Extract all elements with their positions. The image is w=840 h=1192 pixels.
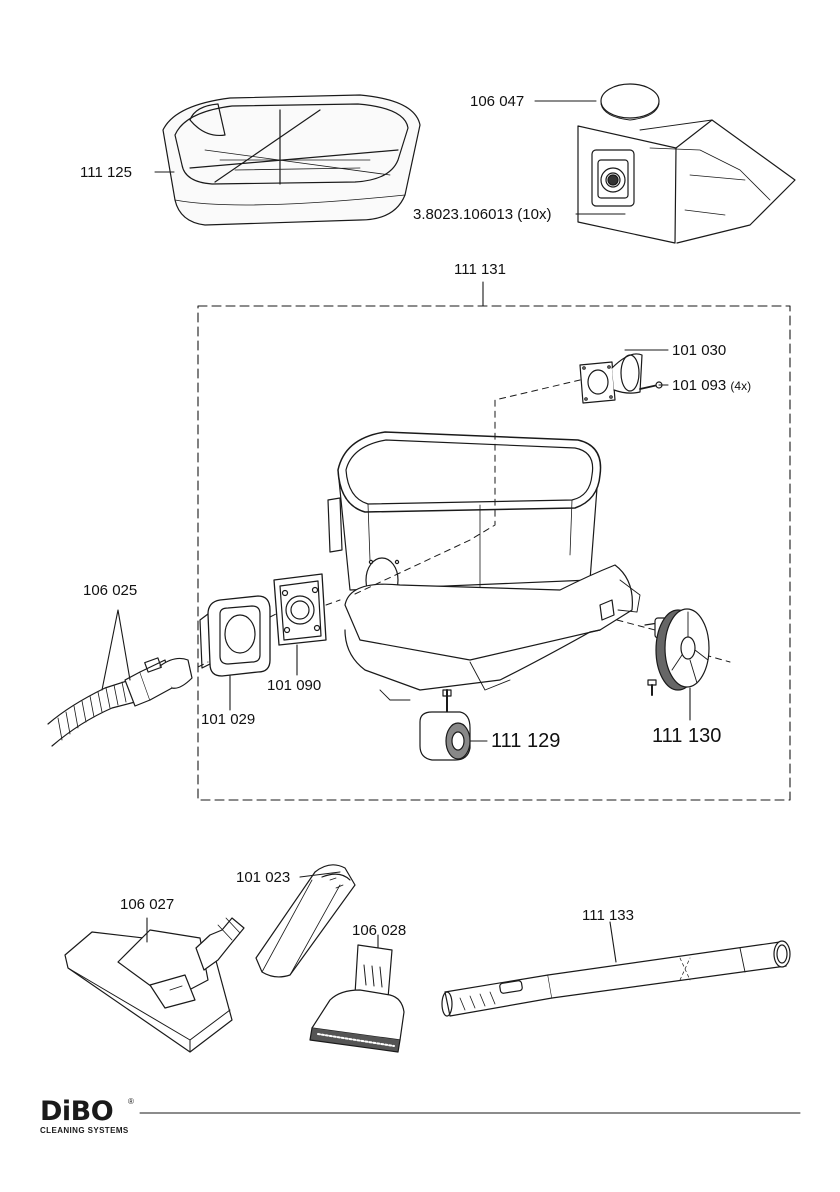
part-label-111130: 111 130 [652,726,721,746]
brand-registered-mark: ® [128,1097,134,1106]
filter-disc-drawing [601,84,659,120]
telescopic-tube-drawing [442,941,790,1016]
part-label-101090: 101 090 [267,678,321,693]
inlet-gasket-drawing [274,574,326,645]
part-label-106047: 106 047 [470,94,524,109]
inlet-connector-drawing [200,596,270,676]
part-label-101030: 101 030 [672,343,726,358]
part-label-106027: 106 027 [120,897,174,912]
part-label-3-8023-106013: 3.8023.106013 (10x) [413,207,551,222]
part-label-111125: 111 125 [80,165,132,180]
part-label-101023: 101 023 [236,870,290,885]
part-label-106025: 106 025 [83,583,137,598]
filter-basket-drawing [163,95,420,225]
brand-subtitle: CLEANING SYSTEMS [40,1126,129,1135]
brand-logo: DiBO [40,1098,113,1125]
part-qty-101093: (4x) [730,379,751,393]
tank-drawing [328,432,640,700]
hose-drawing [48,658,192,746]
part-label-111129: 111 129 [491,731,560,751]
upholstery-nozzle-drawing [310,945,404,1052]
part-number-101093: 101 093 [672,377,726,394]
screw-drawing [640,382,662,389]
part-label-111131: 111 131 [454,262,506,277]
part-label-111133: 111 133 [582,908,634,923]
castor-drawing [420,690,470,760]
floor-nozzle-drawing [65,918,244,1052]
motor-flange-drawing [580,354,642,403]
part-label-101093: 101 093 (4x) [672,378,751,393]
dust-bag-drawing [578,120,795,243]
rear-wheel-drawing [645,609,709,695]
part-label-106028: 106 028 [352,923,406,938]
part-label-101029: 101 029 [201,712,255,727]
